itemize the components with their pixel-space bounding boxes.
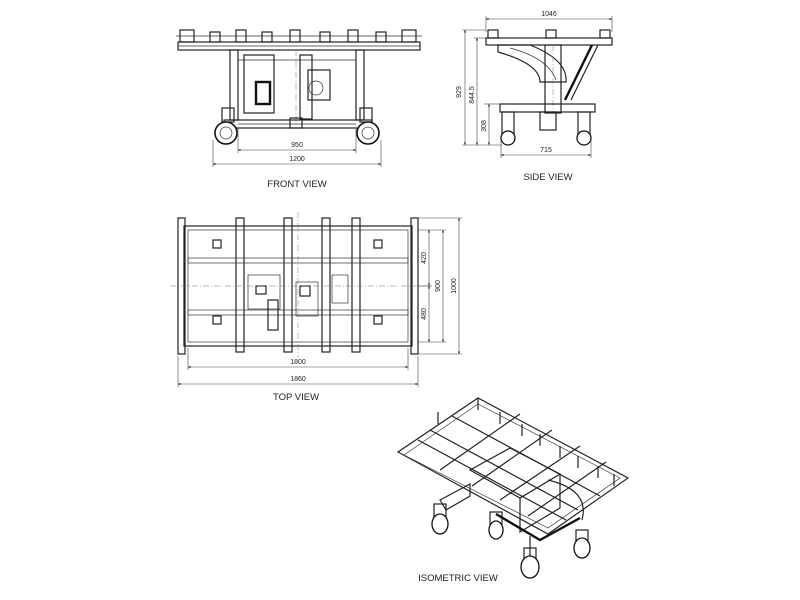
top-dim-420: 420 (421, 252, 428, 264)
top-view: 1800 1860 420 480 900 1000 TOP VIEW (170, 212, 462, 403)
front-view-title: FRONT VIEW (267, 179, 326, 190)
side-dim-844-5: 844.5 (469, 86, 476, 104)
side-view-drawing (485, 29, 613, 146)
top-dim-1860: 1860 (290, 376, 306, 383)
front-view-dimensions (212, 128, 382, 167)
side-view-dimensions (462, 16, 613, 158)
side-dim-929: 929 (456, 86, 463, 98)
top-dim-480: 480 (421, 308, 428, 320)
isometric-view-drawing (396, 397, 630, 579)
front-dim-950: 950 (291, 142, 303, 149)
isometric-view: ISOMETRIC VIEW (396, 397, 630, 584)
side-dim-1046: 1046 (541, 11, 557, 18)
side-view: 1046 929 844.5 308 715 SIDE VIEW (456, 11, 613, 183)
top-view-title: TOP VIEW (273, 392, 319, 403)
top-dim-1000: 1000 (451, 278, 458, 294)
top-view-dimensions (177, 217, 462, 387)
front-view-drawing (176, 29, 422, 145)
isometric-view-title: ISOMETRIC VIEW (418, 573, 498, 584)
side-view-title: SIDE VIEW (523, 172, 572, 183)
side-dim-715: 715 (540, 147, 552, 154)
front-view: 950 1200 FRONT VIEW (176, 29, 422, 190)
front-dim-1200: 1200 (289, 156, 305, 163)
top-view-drawing (170, 212, 430, 358)
top-dim-900: 900 (435, 280, 442, 292)
top-dim-1800: 1800 (290, 359, 306, 366)
side-dim-308: 308 (481, 120, 488, 132)
